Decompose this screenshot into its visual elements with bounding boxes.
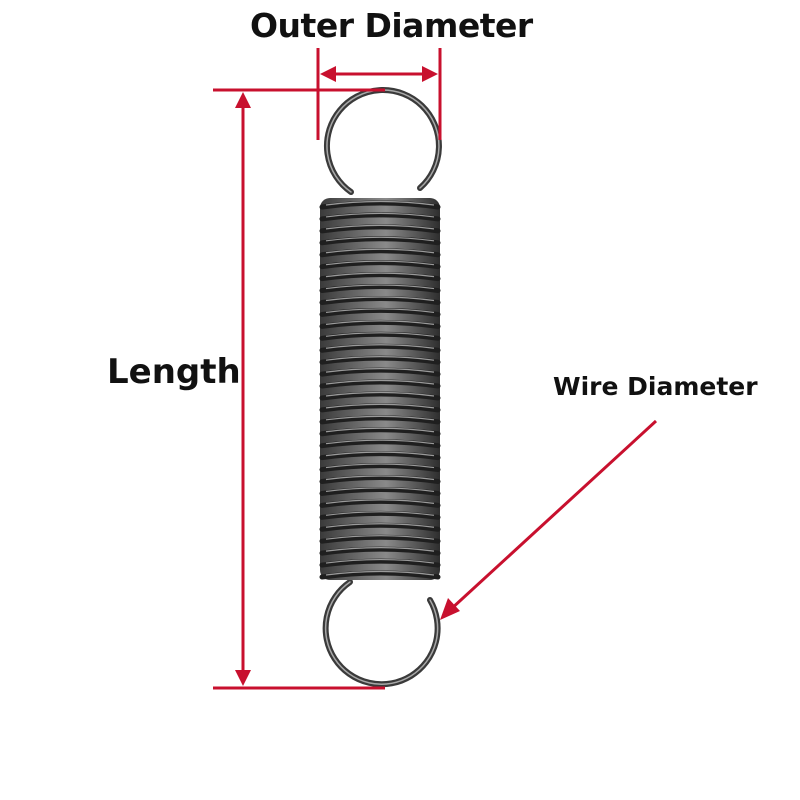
spring-coil <box>319 463 441 473</box>
spring-coil-highlight <box>325 403 435 409</box>
outer-diameter-arrow-left <box>320 66 336 82</box>
spring-coil <box>319 475 441 485</box>
spring-coil <box>319 260 441 270</box>
spring-coil <box>319 331 441 341</box>
length-arrow-top <box>235 92 251 108</box>
spring-coil-highlight <box>325 212 435 218</box>
length-label: Length <box>107 352 241 392</box>
spring-coil-highlight <box>325 272 435 278</box>
outer-diameter-arrow-right <box>422 66 438 82</box>
spring-coil <box>319 224 441 234</box>
spring-coil-highlight <box>325 260 435 266</box>
spring-coil <box>319 498 441 508</box>
spring-coil-highlight <box>325 344 435 349</box>
spring-coil-highlight <box>325 356 435 361</box>
spring-coils <box>319 200 441 580</box>
spring-coil-highlight <box>325 248 435 254</box>
spring-coil-highlight <box>325 415 435 421</box>
spring-coil-highlight <box>325 284 435 290</box>
spring-coil <box>319 570 441 580</box>
spring-coil-highlight <box>325 368 435 373</box>
spring-coil-highlight <box>325 558 435 564</box>
spring-coil-highlight <box>325 535 435 540</box>
spring-coil-highlight <box>325 547 435 552</box>
spring-coil-highlight <box>325 451 435 457</box>
spring-coil-highlight <box>325 523 435 528</box>
spring-coil-highlight <box>325 320 435 325</box>
length-arrow-bottom <box>235 670 251 686</box>
spring-coil <box>319 284 441 294</box>
spring-coil <box>319 427 441 437</box>
spring-coil-highlight <box>325 463 435 469</box>
spring-coil-highlight <box>325 236 435 242</box>
spring-coil <box>319 546 441 556</box>
spring-coil-highlight <box>325 511 435 516</box>
spring-coil <box>319 558 441 568</box>
spring-coil-highlight <box>325 332 435 337</box>
spring-coil-highlight <box>325 427 435 433</box>
spring-coil <box>319 212 441 222</box>
spring-coil <box>319 307 441 317</box>
spring-coil <box>319 439 441 449</box>
spring-coil <box>319 391 441 401</box>
spring-coil <box>319 200 441 210</box>
spring-coil <box>319 367 441 377</box>
spring-coil <box>319 486 441 496</box>
spring-coil-highlight <box>325 570 435 576</box>
spring-coil-highlight <box>325 200 435 206</box>
spring-coil-highlight <box>325 379 435 385</box>
spring-coil-highlight <box>325 439 435 445</box>
spring-body <box>320 198 440 580</box>
spring-coil <box>319 272 441 282</box>
spring-coil <box>319 248 441 258</box>
spring-coil <box>319 379 441 389</box>
spring-coil <box>319 296 441 305</box>
spring-coil <box>319 534 441 544</box>
spring-coil <box>319 236 441 246</box>
spring-coil <box>319 522 441 532</box>
wire-diameter-arrowhead <box>440 598 460 620</box>
wire-diameter-label: Wire Diameter <box>553 372 758 401</box>
spring-coil-highlight <box>325 391 435 397</box>
spring-coil-highlight <box>325 499 435 504</box>
spring-coil-highlight <box>325 296 435 302</box>
spring-coil-highlight <box>325 475 435 481</box>
spring-coil-highlight <box>325 487 435 493</box>
top-hook-highlight <box>326 89 440 193</box>
spring-coil <box>319 343 441 353</box>
spring-coil <box>319 415 441 425</box>
spring-coil-highlight <box>325 224 435 230</box>
spring-coil <box>319 355 441 365</box>
spring-coil-highlight <box>325 308 435 314</box>
bottom-hook-highlight <box>324 581 439 685</box>
spring-coil <box>319 510 441 520</box>
spring-coil <box>319 451 441 461</box>
wire-diameter-leader <box>448 419 658 612</box>
outer-diameter-label: Outer Diameter <box>250 6 533 45</box>
spring-coil <box>319 319 441 329</box>
spring-coil <box>319 403 441 413</box>
